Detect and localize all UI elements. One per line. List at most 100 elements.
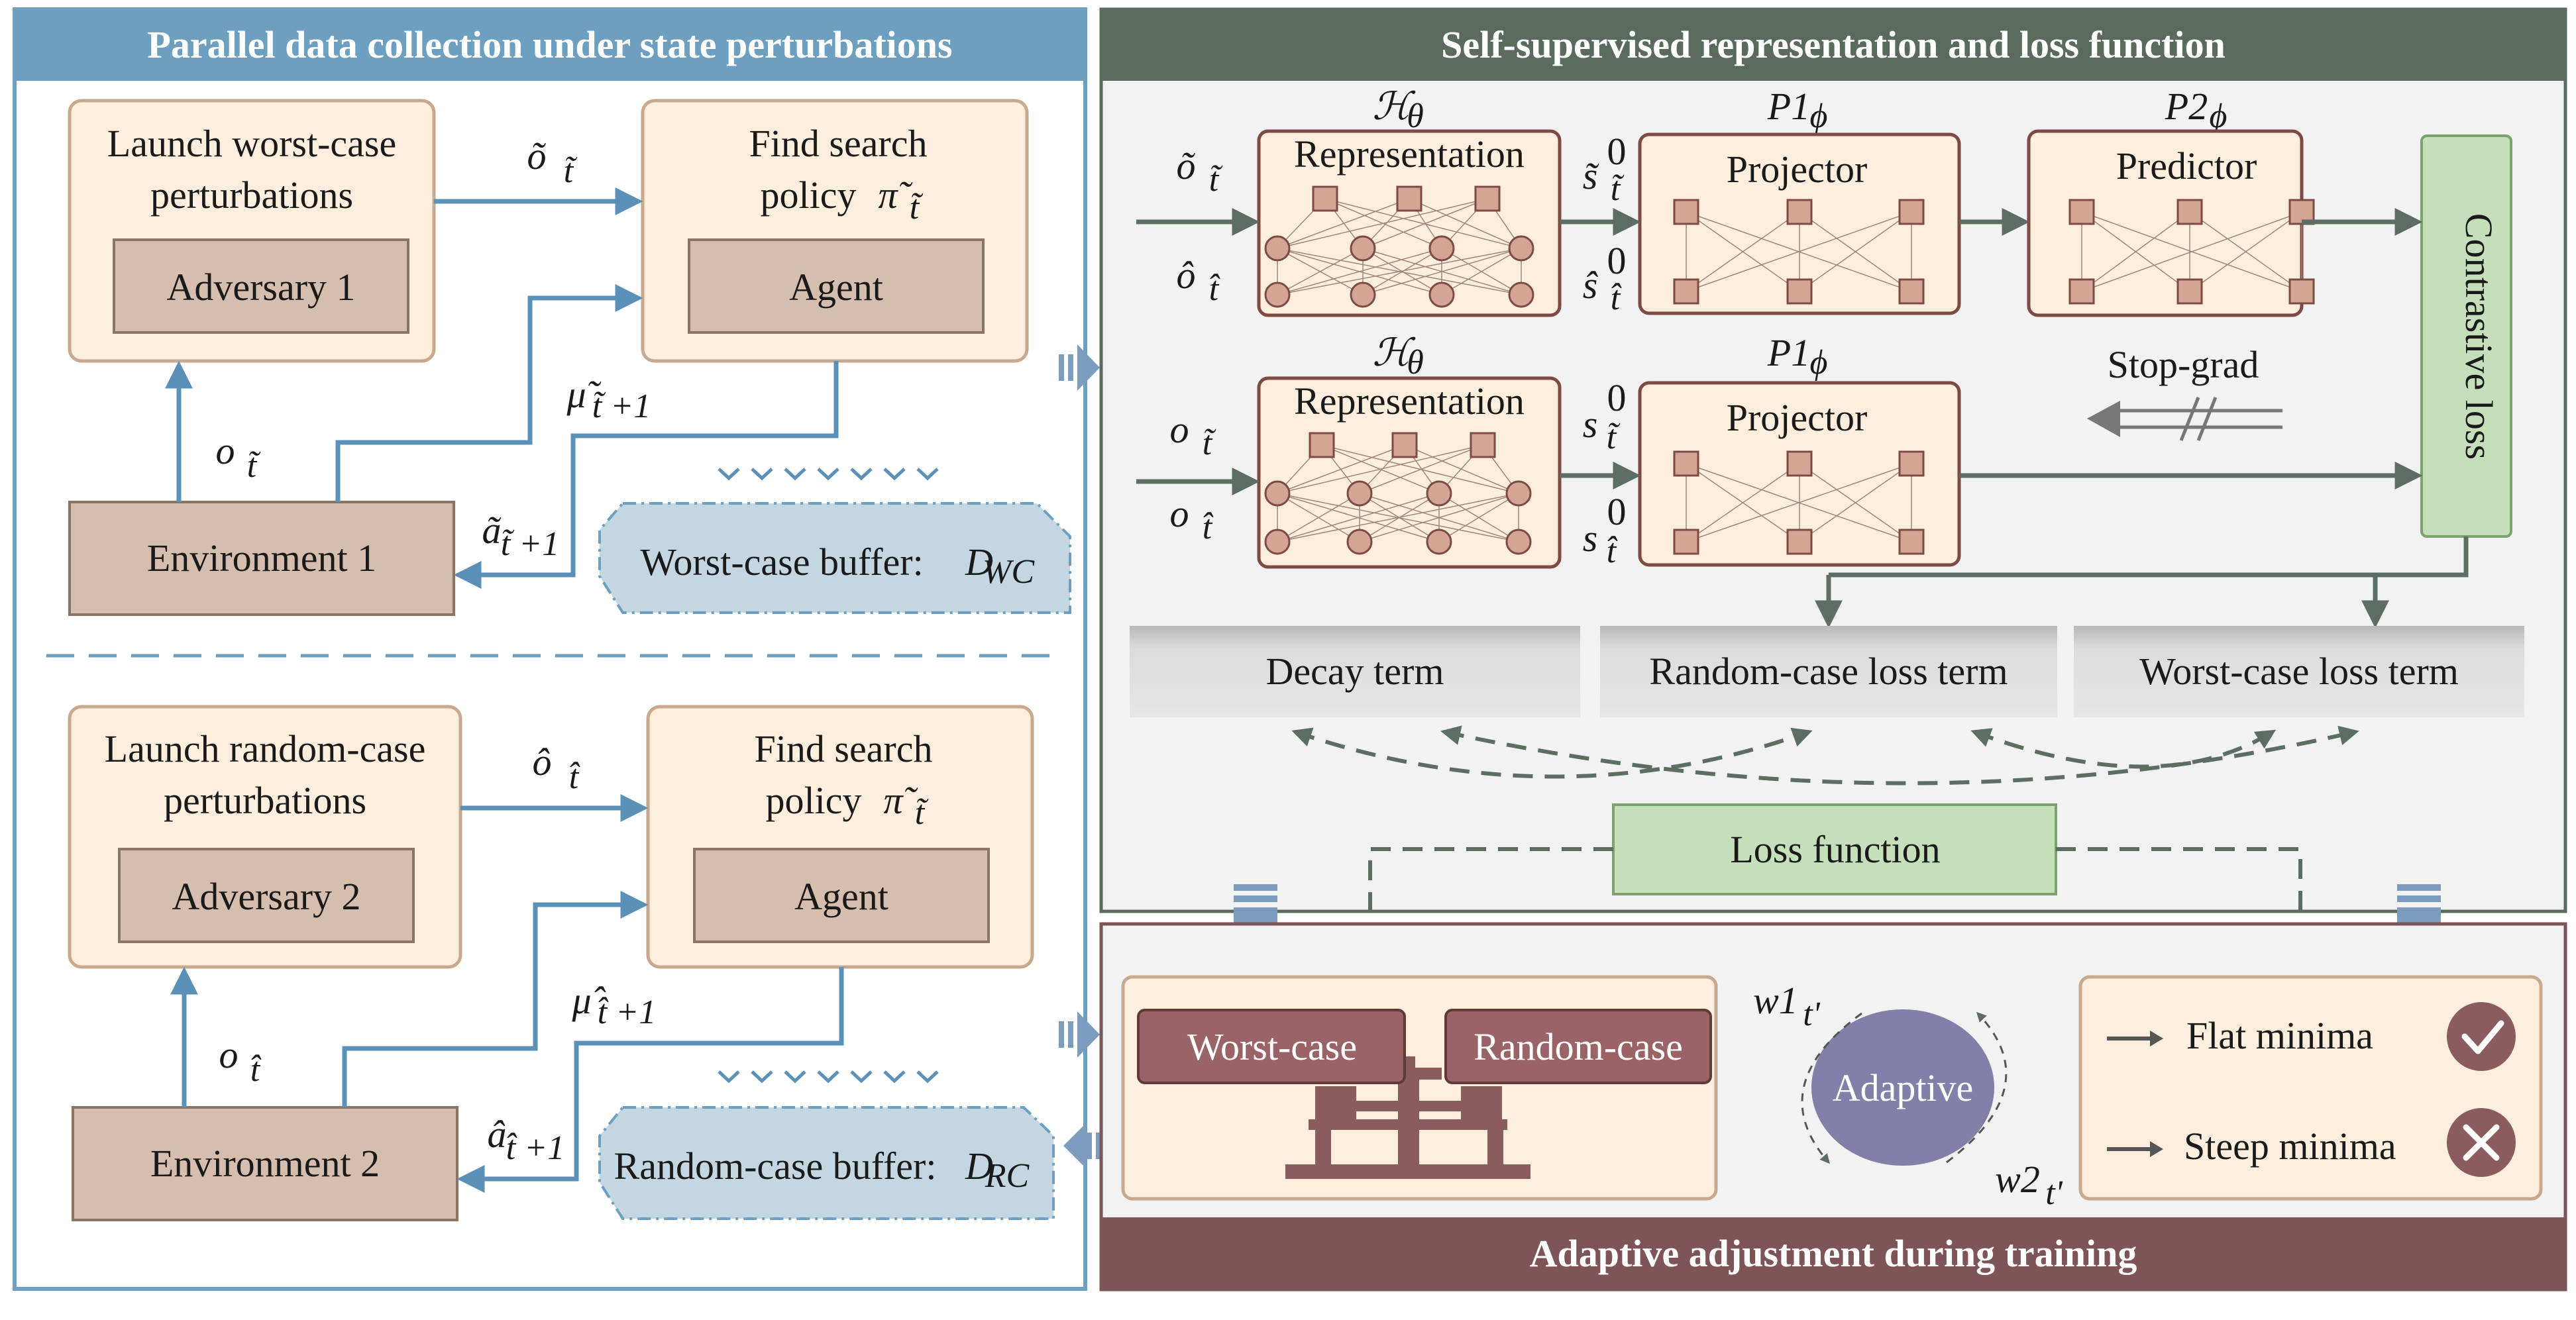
obs-random-up-sub: t̂: [250, 1051, 262, 1089]
decay-worst-link: [1440, 725, 2359, 786]
projector-top-edges: [1686, 211, 1912, 292]
adversary-2-box: [118, 848, 415, 943]
right-bottom-title: Adaptive adjustment during training: [1530, 1232, 2137, 1275]
adaptive-ellipse: [1811, 1009, 1994, 1166]
obs-worst-up-label: o: [216, 429, 235, 472]
predictor-label: Predictor: [2116, 144, 2257, 187]
p2-top: P2: [2165, 85, 2208, 128]
panel-connector-bottom: [1063, 1123, 1101, 1169]
in-top-2: ô: [1177, 254, 1196, 297]
launch-random-line1: Launch random-case: [105, 727, 426, 770]
panel-connector-mid: [1059, 1011, 1100, 1058]
random-buffer-shape: [598, 1106, 1055, 1220]
projector-bottom-label: Projector: [1727, 396, 1868, 439]
predictor-nodes: [2068, 199, 2315, 305]
s-bot-1: s: [1583, 403, 1598, 446]
obs-random-top-label: ô: [533, 740, 552, 784]
representation-bottom-label: Representation: [1294, 380, 1525, 423]
worst-term-label: Worst-case loss term: [2139, 650, 2459, 693]
launch-worst-line1: Launch worst-case: [107, 122, 396, 165]
flat-arrow-icon: [2107, 1031, 2163, 1046]
right-top-title: Self-supervised representation and loss …: [1441, 23, 2226, 66]
worst-buffer-shape: [598, 502, 1071, 614]
steep-arrow-icon: [2107, 1141, 2163, 1157]
mu-random-sub: t̂ +1: [598, 993, 657, 1031]
loss-function-box: [1612, 803, 2057, 895]
worst-term-box: [2074, 626, 2524, 717]
representation-bottom-edges: [1277, 444, 1519, 542]
action-random-sub: t̂ +1: [506, 1129, 565, 1167]
environment-2-box: [72, 1106, 458, 1221]
adaptive-left-arc: [1801, 1012, 1862, 1164]
in-bot-2-sub: t̂: [1203, 509, 1214, 546]
check-mark: [2461, 1020, 2504, 1054]
in-top-1: õ: [1177, 144, 1196, 187]
s-top-1: s̃: [1583, 154, 1599, 197]
random-buffer-symbol: D: [965, 1144, 993, 1188]
contrastive-loss-label: Contrastive loss: [2457, 213, 2500, 460]
left-panel-header: [15, 9, 1085, 81]
s-top-2-sub: t̂: [1611, 279, 1622, 317]
minima-box: [2078, 975, 2543, 1201]
decay-random-link: [1291, 727, 1813, 779]
random-buffer-sub: RC: [985, 1157, 1030, 1195]
representation-bottom-nodes: [1264, 432, 1532, 555]
buffer-worst-chevrons: [718, 468, 939, 481]
loss-function-label: Loss function: [1730, 828, 1940, 871]
random-term-box: [1600, 626, 2057, 717]
adaptive-label: Adaptive: [1833, 1066, 1974, 1109]
agent-2-box: [693, 848, 990, 943]
adaptive-right-arc: [1946, 1011, 2008, 1164]
agent-1-box: [688, 238, 985, 334]
p1-bottom-sub: ϕ: [1810, 344, 1828, 381]
h-theta-top-sub: θ: [1407, 97, 1424, 135]
worst-buffer-symbol: D: [965, 540, 993, 584]
worst-buffer-sub: WC: [983, 553, 1035, 591]
w1-label: w1: [1753, 979, 1798, 1022]
random-term-label: Random-case loss term: [1649, 650, 2008, 693]
s-bot-2: s: [1583, 517, 1598, 560]
env2-to-agent-arrow: [342, 891, 649, 1107]
environment-2-label: Environment 2: [150, 1142, 380, 1185]
action-random-label: â: [488, 1113, 507, 1156]
adversary-2-label: Adversary 2: [172, 875, 360, 918]
w2-sub: t': [2045, 1174, 2063, 1212]
find-worst-line2: policy: [761, 174, 857, 217]
representation-top-nodes: [1264, 185, 1534, 308]
worst-buffer-label: Worst-case buffer:: [640, 540, 923, 584]
random-buffer-label: Random-case buffer:: [614, 1144, 937, 1188]
agent-2-label: Agent: [794, 875, 888, 918]
agent-1-label: Agent: [789, 266, 883, 309]
s-top-2-sup: 0: [1607, 239, 1627, 282]
projector-top-nodes: [1673, 199, 1925, 305]
find-random-line1: Find search: [755, 727, 933, 770]
decay-term-box: [1130, 626, 1580, 717]
s-top-2: ŝ: [1583, 264, 1599, 307]
obs-random-top-sub: t̂: [569, 758, 580, 796]
w2-label: w2: [1995, 1158, 2040, 1201]
action-worst-label: ã: [482, 509, 502, 552]
launch-random-line2: perturbations: [164, 779, 366, 822]
s-bot-2-sup: 0: [1607, 490, 1627, 533]
in-top-2-sub: t̂: [1209, 270, 1220, 308]
h-theta-bottom: ℋ: [1372, 331, 1416, 374]
random-case-label: Random-case: [1474, 1025, 1683, 1068]
decay-term-label: Decay term: [1266, 650, 1444, 693]
w1-sub: t': [1803, 995, 1820, 1033]
agent1-to-env-arrow: [453, 361, 839, 589]
cross-mark: [2463, 1124, 2500, 1161]
right-bottom-footer: [1101, 1217, 2565, 1290]
agent2-to-env-arrow: [456, 967, 844, 1193]
p1-top-sub: ϕ: [1810, 97, 1828, 135]
mu-worst-sub: t̃ +1: [592, 387, 651, 425]
obs-random-up-label: o: [219, 1033, 239, 1076]
s-bot-2-sub: t̂: [1607, 533, 1618, 570]
predictor-edges: [2081, 211, 2302, 292]
projector-bottom-nodes: [1673, 450, 1925, 555]
loss-split-line: [1829, 536, 2469, 578]
h-theta-bottom-sub: θ: [1407, 344, 1424, 381]
action-worst-sub: t̃ +1: [501, 525, 560, 563]
balance-scale-icon: [1285, 1056, 1530, 1179]
